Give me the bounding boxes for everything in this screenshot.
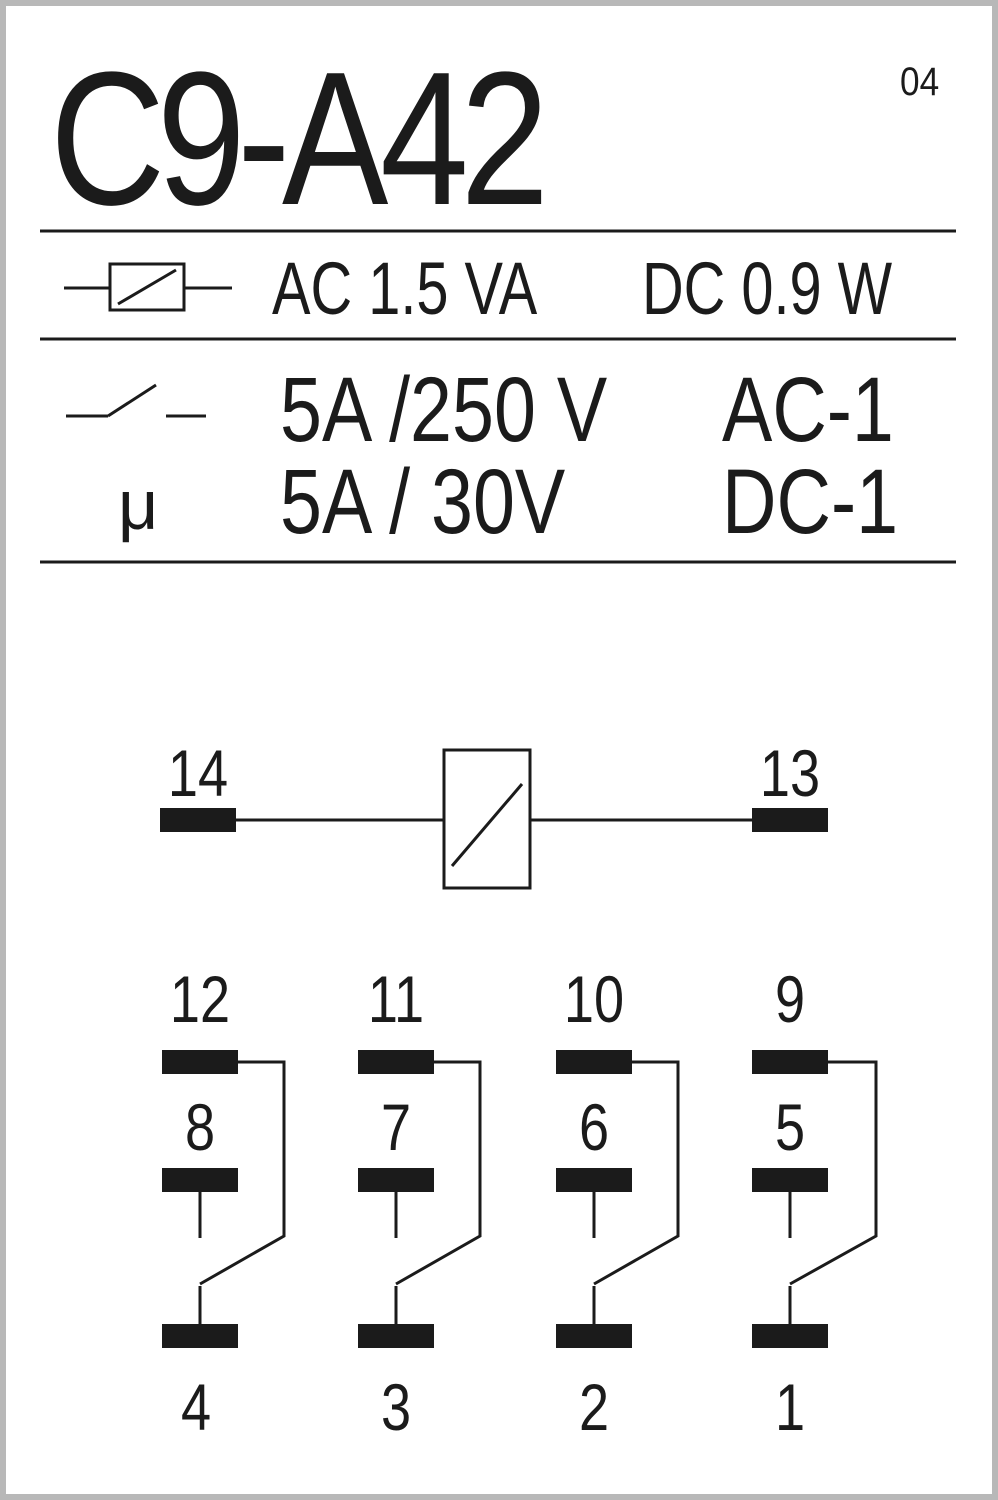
- coil-box: [442, 748, 532, 890]
- terminal-label-9: 9: [774, 962, 806, 1036]
- coil-terminal-13-pad: [752, 808, 828, 832]
- micro-gap-symbol: μ: [118, 466, 159, 544]
- contact-pole-3: [556, 1050, 680, 1348]
- terminal-label-1: 1: [774, 1370, 806, 1444]
- terminal-label-5: 5: [774, 1090, 806, 1164]
- model-title: C9-A42: [50, 33, 549, 245]
- contact-rating-ac: 5A /250 V: [280, 359, 608, 461]
- terminal-label-12: 12: [169, 962, 231, 1036]
- terminal-label-3: 3: [380, 1370, 412, 1444]
- terminal-label-11: 11: [367, 962, 425, 1036]
- terminal-label-8: 8: [184, 1090, 216, 1164]
- terminal-label-7: 7: [380, 1090, 412, 1164]
- utilization-category-ac: AC-1: [722, 359, 894, 461]
- utilization-category-dc: DC-1: [722, 451, 899, 553]
- coil-power-ac: AC 1.5 VA: [272, 247, 538, 330]
- terminal-label-6: 6: [578, 1090, 610, 1164]
- terminal-label-14: 14: [167, 736, 229, 810]
- coil-diagonal: [450, 783, 524, 867]
- version-badge: 04: [900, 60, 940, 104]
- terminal-label-10: 10: [563, 962, 625, 1036]
- switch-contact-icon: [66, 383, 206, 418]
- coil-power-dc: DC 0.9 W: [642, 247, 893, 330]
- contact-pole-2: [358, 1050, 482, 1348]
- contact-pole-1: [162, 1050, 286, 1348]
- relay-coil-icon: [64, 262, 232, 312]
- contact-pole-4: [752, 1050, 878, 1348]
- coil-circuit: [160, 748, 828, 890]
- terminal-label-4: 4: [180, 1370, 212, 1444]
- terminal-label-13: 13: [759, 736, 821, 810]
- terminal-label-2: 2: [578, 1370, 610, 1444]
- coil-terminal-14-pad: [160, 808, 236, 832]
- contact-rating-dc: 5A / 30V: [280, 451, 566, 553]
